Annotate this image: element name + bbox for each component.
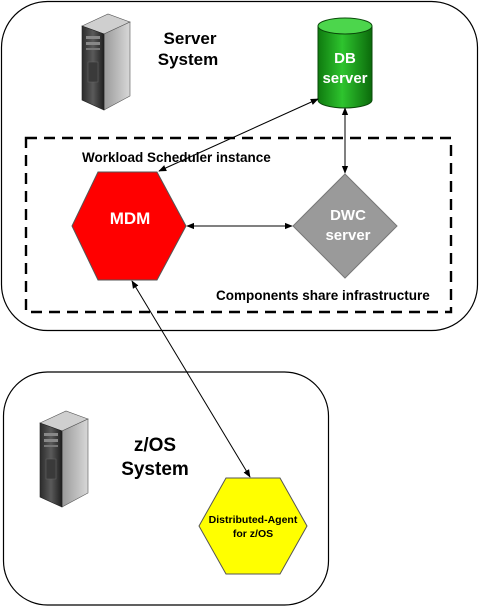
dwc-label: DWC xyxy=(330,207,366,224)
components-share-label: Components share infrastructure xyxy=(216,288,430,303)
mdm-label: MDM xyxy=(110,209,151,228)
connector-mdm-db xyxy=(158,98,319,172)
agent-hexagon xyxy=(198,477,308,575)
server-system-title-2: System xyxy=(158,50,218,69)
db-server: DB server xyxy=(317,17,373,109)
mdm-hexagon xyxy=(71,171,187,281)
zos-system-title: z/OS xyxy=(134,435,176,456)
zos-system-title-2: System xyxy=(121,459,189,480)
connector-mdm-agent xyxy=(131,280,251,478)
dwc-label-2: server xyxy=(325,227,370,244)
db-server-label: DB xyxy=(334,50,356,67)
dwc-diamond xyxy=(292,173,398,279)
server-tower-icon-zos xyxy=(39,410,89,508)
db-server-label-2: server xyxy=(322,70,367,87)
agent-label: Distributed-Agent xyxy=(209,514,298,526)
server-system-box xyxy=(0,0,479,332)
server-system-title: Server xyxy=(164,29,217,48)
server-tower-icon xyxy=(81,13,131,111)
agent-label-2: for z/OS xyxy=(233,528,273,540)
